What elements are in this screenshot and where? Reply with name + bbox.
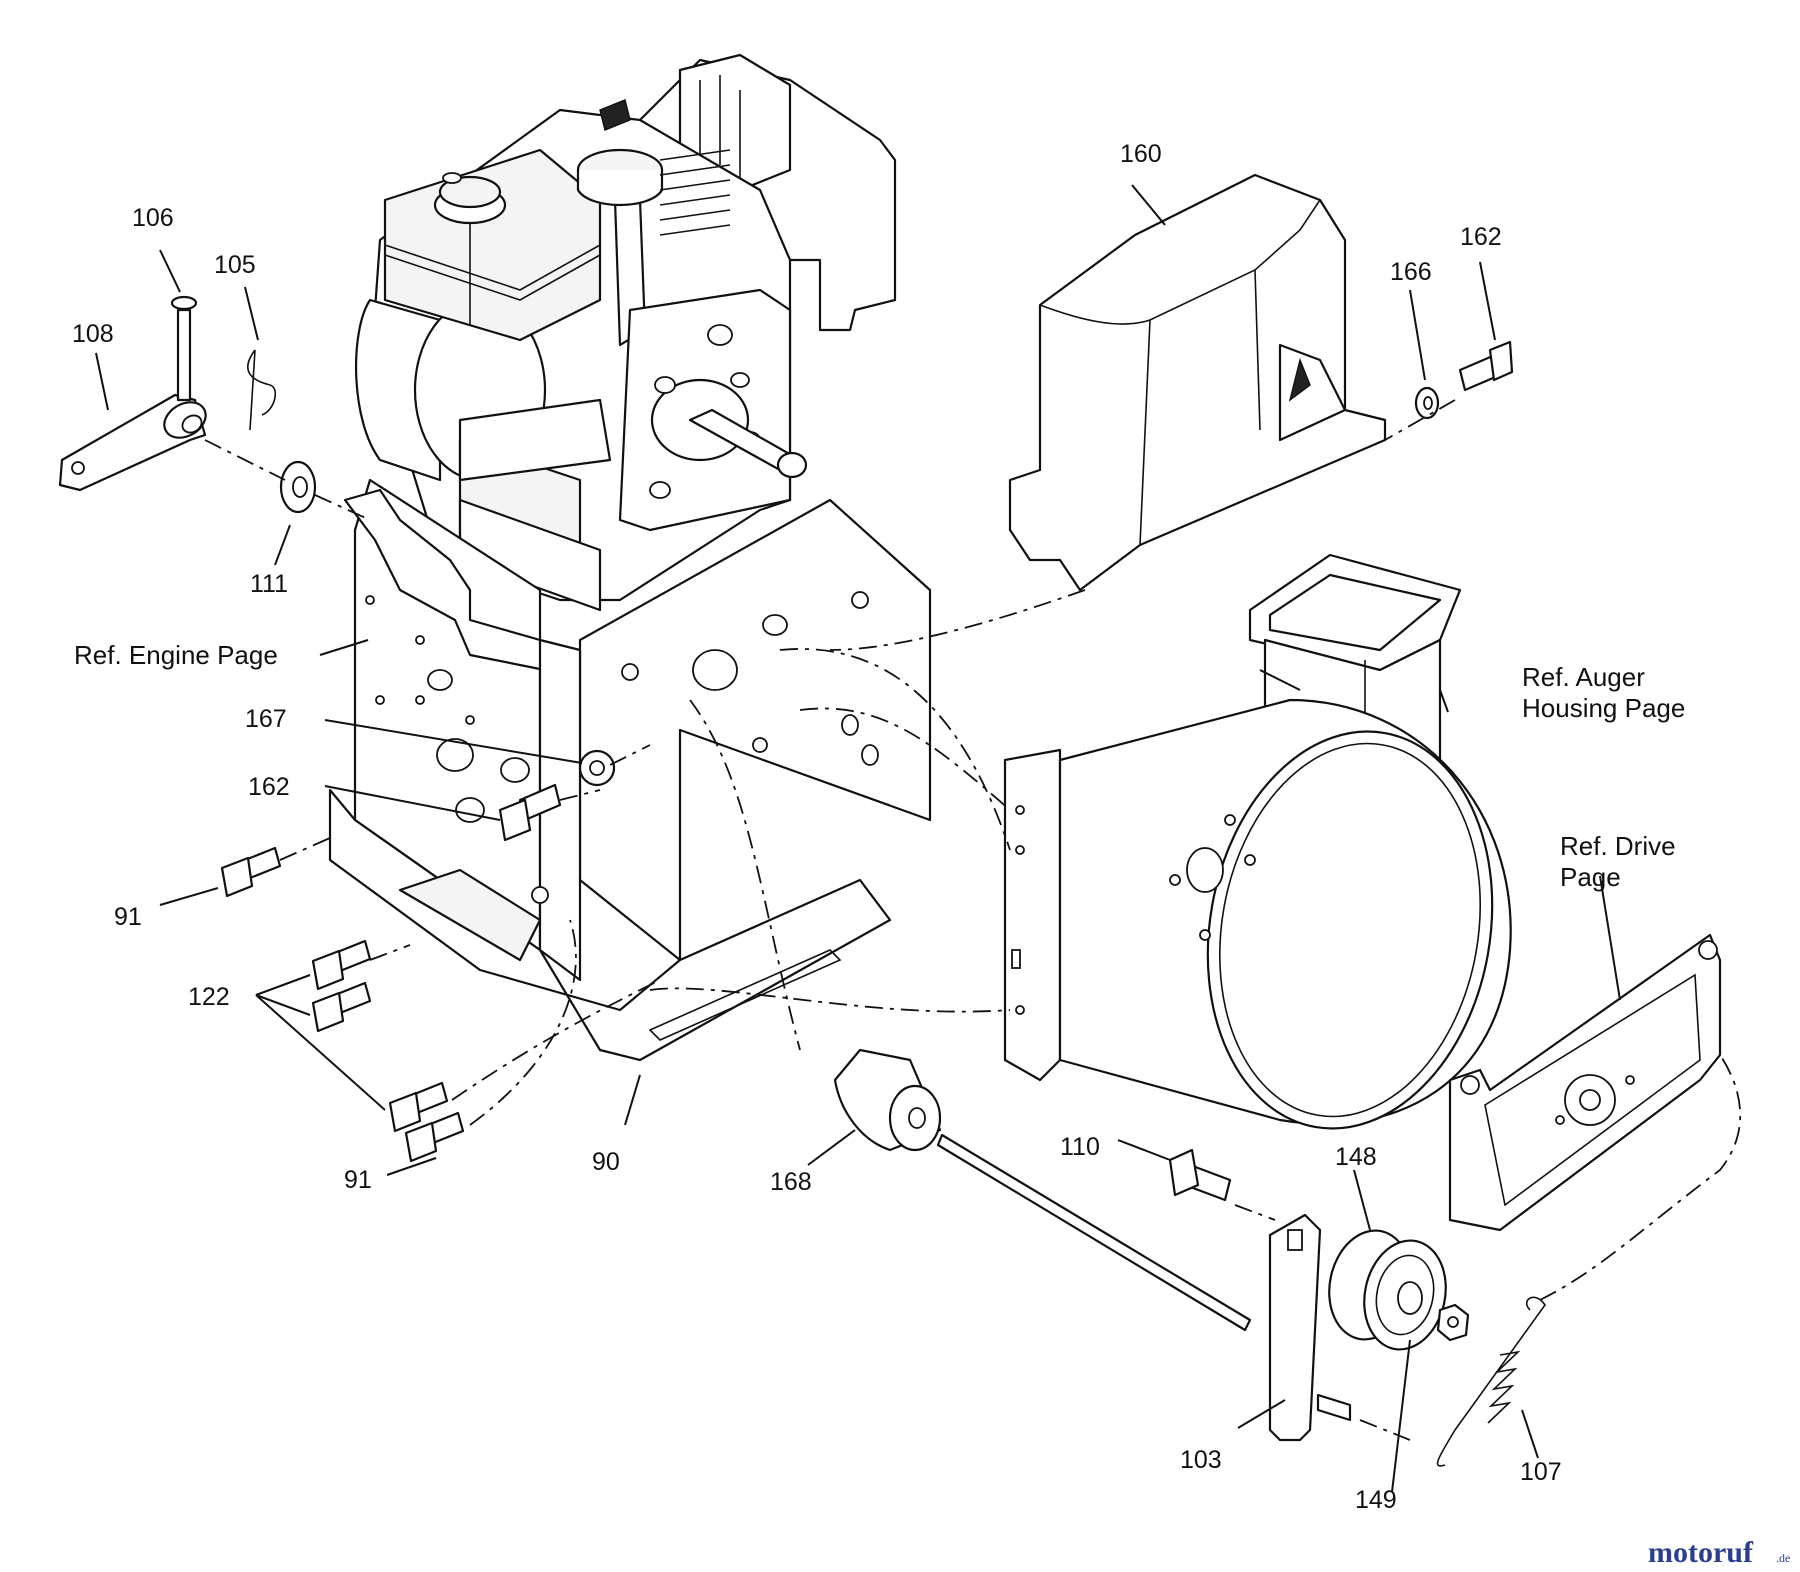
nut-part-149 xyxy=(1436,1303,1470,1342)
callout-103: 103 xyxy=(1180,1446,1222,1474)
watermark-suffix: .de xyxy=(1776,1551,1790,1565)
callout-162-lower: 162 xyxy=(248,773,290,801)
callout-149: 149 xyxy=(1355,1486,1397,1514)
assembly-lines xyxy=(204,399,1741,1441)
bolt-part-91-upper xyxy=(220,846,282,898)
callout-91-upper: 91 xyxy=(114,903,142,931)
roller-part-168 xyxy=(833,1048,942,1152)
watermark-text: motoruf xyxy=(1648,1536,1754,1569)
spring-part-107 xyxy=(1436,1296,1546,1467)
lever-part-108 xyxy=(58,393,207,492)
chute-cover-part-160 xyxy=(1008,173,1387,592)
ref-drive-line1: Ref. Drive xyxy=(1560,831,1676,861)
bolt-part-91-lower xyxy=(404,1111,465,1163)
ref-drive-line2: Page xyxy=(1560,862,1621,892)
bolt-part-162-lower xyxy=(498,783,562,842)
frame-part-90 xyxy=(328,478,932,1062)
bolt-part-110 xyxy=(1168,1148,1232,1202)
engine-assembly xyxy=(354,53,897,612)
callout-148: 148 xyxy=(1335,1143,1377,1171)
callout-90: 90 xyxy=(592,1148,620,1176)
washer-part-166 xyxy=(1414,386,1440,420)
callout-106: 106 xyxy=(132,204,174,232)
callout-111: 111 xyxy=(250,570,288,598)
callout-91-lower: 91 xyxy=(344,1166,372,1194)
idler-arm-part-103 xyxy=(936,1133,1352,1442)
clevis-pin-part-106 xyxy=(170,295,198,402)
callout-108: 108 xyxy=(72,320,114,348)
ref-engine-page: Ref. Engine Page xyxy=(74,640,278,670)
ref-auger-line2: Housing Page xyxy=(1522,693,1685,723)
pulley-part-148 xyxy=(1328,1229,1447,1351)
callout-168: 168 xyxy=(770,1168,812,1196)
callout-105: 105 xyxy=(214,251,256,279)
auger-housing xyxy=(1003,553,1512,1130)
callout-160: 160 xyxy=(1120,140,1162,168)
callout-166: 166 xyxy=(1390,258,1432,286)
washer-part-167 xyxy=(578,749,616,787)
drive-plate xyxy=(1448,933,1722,1232)
ref-auger-line1: Ref. Auger xyxy=(1522,662,1645,692)
reference-labels: Ref. Engine Page Ref. Auger Housing Page… xyxy=(74,640,1685,892)
callout-labels: 106 105 108 111 160 166 162 167 162 91 1… xyxy=(72,140,1562,1514)
leader-lines xyxy=(95,184,1621,1493)
callout-167: 167 xyxy=(245,705,287,733)
bolt-part-122-b xyxy=(311,981,372,1033)
bolt-part-122-a xyxy=(311,939,372,991)
callout-122: 122 xyxy=(188,983,230,1011)
bolt-part-162-top xyxy=(1458,340,1514,392)
hairpin-part-105 xyxy=(247,349,277,431)
washer-part-111 xyxy=(279,460,317,514)
watermark-logo: motoruf .de xyxy=(1648,1536,1790,1569)
callout-107: 107 xyxy=(1520,1458,1562,1486)
callout-162-top: 162 xyxy=(1460,223,1502,251)
callout-110: 110 xyxy=(1060,1133,1100,1161)
bolt-part-122-c xyxy=(388,1081,449,1133)
